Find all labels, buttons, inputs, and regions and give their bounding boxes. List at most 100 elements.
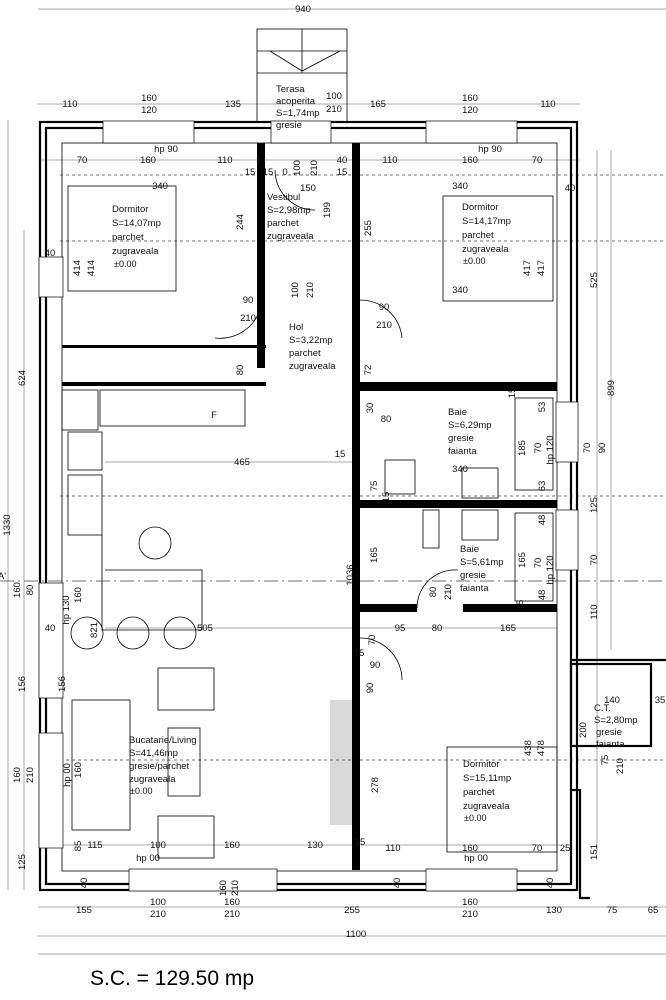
dimension-label: 156: [17, 676, 28, 692]
dimension-label: 1330: [2, 514, 13, 535]
dimension-label: 15: [245, 167, 256, 178]
room-finish: gresie: [596, 727, 622, 738]
room-name: Hol: [289, 322, 303, 333]
dimension-label: 130: [546, 905, 562, 916]
room-finish: gresie: [276, 120, 302, 131]
room-vestibul: Vestibul S=2,98mp parchet zugraveala: [267, 192, 314, 242]
dimension-label: 120: [462, 105, 478, 116]
room-finish: parchet: [267, 218, 299, 229]
dimension-label: 65: [648, 905, 659, 916]
dimension-label: 15: [355, 837, 366, 848]
dimension-label: 40: [545, 878, 556, 889]
dimension-label: 110: [382, 155, 397, 166]
dimension-label: 110: [62, 99, 77, 110]
dimension-label: 165: [370, 99, 386, 110]
dimension-label: hp 90: [154, 144, 178, 155]
dimension-label: 95: [395, 623, 406, 634]
dimension-label: 417: [522, 260, 533, 276]
dimension-label: 15: [337, 167, 348, 178]
dimension-label: 160: [462, 155, 478, 166]
dimension-label: 465: [234, 457, 250, 468]
dimension-label: hp 00: [464, 853, 488, 864]
dimension-label: 0: [282, 167, 287, 178]
dimension-label: 160: [224, 840, 240, 851]
dimension-label: 70: [77, 155, 88, 166]
level-label: ±0.00: [463, 256, 485, 266]
dimension-label: 110: [540, 99, 555, 110]
room-finish: parchet: [112, 232, 144, 243]
room-area: S=14,17mp: [462, 216, 511, 227]
room-name: Baie: [460, 544, 479, 555]
room-bucatarie-living: Bucatarie/Living S=41,46mp gresie/parche…: [129, 735, 197, 796]
dimension-label: 15: [263, 167, 274, 178]
room-name: C.T.: [594, 703, 611, 714]
interior-walls: [62, 143, 557, 870]
dimension-label: 140: [604, 695, 620, 706]
dimension-label: 210: [305, 282, 316, 298]
dimension-label: 75: [369, 481, 380, 492]
dimension-label: 160: [218, 880, 229, 896]
room-finish: zugraveala: [267, 231, 314, 242]
room-terasa: Terasa acoperita S=1,74mp gresie: [276, 84, 320, 131]
dimension-label: 417: [536, 260, 547, 276]
dimension-label: hp 00: [136, 853, 160, 864]
room-finish: zugraveala: [112, 246, 159, 257]
dimension-label: 48: [537, 515, 548, 526]
dimension-label: 40: [565, 183, 576, 194]
room-finish: gresie: [460, 570, 486, 581]
dimension-label: 624: [17, 370, 28, 386]
room-area: S=2,80mp: [594, 715, 638, 726]
dimension-label: 30: [365, 403, 376, 414]
dimension-label: 821: [89, 622, 100, 638]
terrace: [256, 28, 348, 123]
room-name: Bucatarie/Living: [129, 735, 197, 746]
dimension-label: hp 00: [62, 763, 73, 787]
dimension-label: 15: [515, 600, 526, 611]
dimension-label: 72: [363, 365, 374, 376]
dimension-label: 40: [337, 155, 348, 166]
dimension-label: 110: [385, 843, 400, 854]
room-finish: faianta: [596, 739, 625, 750]
room-finish: gresie: [448, 433, 474, 444]
dimension-label: 80: [381, 414, 392, 425]
dimension-label: 156: [57, 676, 68, 692]
room-finish: zugraveala: [129, 774, 176, 785]
room-ct: C.T. S=2,80mp gresie faianta: [594, 703, 638, 750]
room-baie-2: Baie S=5,61mp gresie faianta: [460, 544, 504, 594]
room-finish: zugraveala: [463, 801, 510, 812]
dimension-label: 210: [443, 584, 454, 600]
dimension-label: 80: [432, 623, 443, 634]
room-finish: zugraveala: [289, 361, 336, 372]
built-area-title: S.C. = 129.50 mp: [90, 967, 254, 990]
dimension-label: 160: [141, 93, 157, 104]
dimension-label: 100: [326, 91, 342, 102]
dimension-label: 478: [536, 740, 547, 756]
room-baie-1: Baie S=6,29mp gresie faianta: [448, 407, 492, 457]
dimension-label: hp 130: [61, 595, 72, 624]
dimension-label: 340: [152, 181, 168, 192]
dimension-label: 255: [363, 220, 374, 236]
dimension-label: 75: [600, 755, 611, 766]
dimension-label: 525: [589, 272, 600, 288]
room-area: S=15,11mp: [463, 773, 511, 784]
dimension-label: 160: [462, 897, 478, 908]
dimension-label: 70: [532, 843, 543, 854]
dimension-label: 80: [25, 585, 36, 596]
dimension-label: 70: [533, 558, 544, 569]
dimension-label: 199: [322, 202, 333, 218]
room-name: Dormitor: [112, 204, 148, 215]
room-finish: zugraveala: [462, 244, 509, 255]
dimension-label: 210: [25, 767, 36, 783]
dimension-label: 244: [235, 214, 246, 230]
dimension-label: 150: [300, 183, 316, 194]
dimension-label: 100: [290, 282, 301, 298]
dimension-label: 90: [243, 295, 254, 306]
dimension-label: 130: [307, 840, 323, 851]
dimension-label: 1036: [345, 564, 356, 585]
room-area: S=3,22mp: [289, 335, 333, 346]
dimension-label: 90: [597, 443, 608, 454]
dimension-label: 115: [87, 840, 102, 851]
dimension-label: 210: [224, 909, 240, 920]
level-label: ±0.00: [464, 813, 486, 823]
